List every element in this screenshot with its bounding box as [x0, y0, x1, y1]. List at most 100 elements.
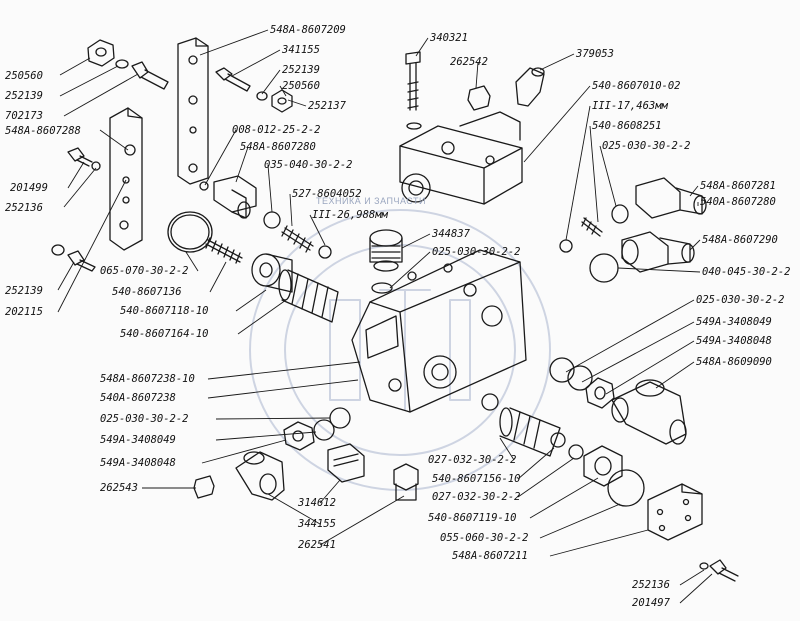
bolt-341155 — [215, 67, 251, 92]
oring-025-030-lower — [481, 393, 499, 411]
washer-252139-lower — [51, 244, 65, 256]
nut-250560-mid — [271, 89, 293, 113]
label-540A-8607238: 540А-8607238 — [100, 392, 176, 404]
washer-252139-mid — [256, 91, 268, 101]
oring-008-012 — [199, 181, 209, 191]
label-548A-8609090: 548А-8609090 — [696, 356, 772, 368]
label-549A-3408049-l: 549А-3408049 — [100, 434, 176, 446]
label-252136-b: 252136 — [632, 579, 670, 591]
spool-540-8607156 — [499, 407, 561, 457]
label-008-012: 008-012-25-2-2 — [232, 124, 321, 136]
label-025-030-l: 025-030-30-2-2 — [100, 413, 189, 425]
fitting-314612 — [327, 443, 365, 483]
bolt-201497 — [709, 559, 739, 582]
plug-262541 — [393, 463, 419, 501]
label-379053: 379053 — [576, 48, 614, 60]
washer-549A-3408049-r — [567, 365, 593, 391]
nut-549A-3408048-l — [283, 421, 315, 451]
oring-025-030-center — [371, 282, 393, 294]
label-341155: 341155 — [282, 44, 320, 56]
oring-035-040 — [263, 211, 281, 229]
label-548A-8607209: 548А-8607209 — [270, 24, 346, 36]
label-252139: 252139 — [5, 90, 43, 102]
label-548A-8607281: 548А-8607281 — [700, 180, 776, 192]
label-025-030-r1: 025-030-30-2-2 — [602, 140, 691, 152]
plug-262543 — [193, 475, 215, 499]
label-252139-b: 252139 — [5, 285, 43, 297]
washer-252136-left — [91, 161, 101, 171]
label-548A-8607211: 548А-8607211 — [452, 550, 528, 562]
label-549A-3408049-r: 549А-3408049 — [696, 316, 772, 328]
label-262542: 262542 — [450, 56, 488, 68]
fitting-548A-8607290 — [621, 231, 695, 273]
oring-025-030-r2 — [549, 357, 575, 383]
label-065-070: 065-070-30-2-2 — [100, 265, 189, 277]
elbow-379053 — [515, 67, 545, 107]
label-548A-8607288: 548А-8607288 — [5, 125, 81, 137]
nut-549A-3408048-r — [585, 377, 615, 409]
bolt-340321 — [405, 51, 421, 111]
plug-262542 — [467, 85, 491, 111]
label-252136: 252136 — [5, 202, 43, 214]
label-26988mm: III-26,988мм — [312, 209, 388, 221]
label-250560: 250560 — [5, 70, 43, 82]
ball-17463 — [559, 239, 573, 253]
label-548A-8607290: 548А-8607290 — [702, 234, 778, 246]
label-548A-8607280: 548А-8607280 — [240, 141, 316, 153]
label-540-8607164: 540-8607164-10 — [120, 328, 209, 340]
label-262543: 262543 — [100, 482, 138, 494]
label-202115: 202115 — [5, 306, 43, 318]
label-549A-3408048-l: 549А-3408048 — [100, 457, 176, 469]
cover-548A-8607211 — [647, 483, 703, 541]
label-702173: 702173 — [5, 110, 43, 122]
label-540-8607010: 540-8607010-02 — [592, 80, 681, 92]
washer-252139-top — [115, 59, 129, 69]
spring-540-8608251 — [581, 217, 603, 237]
fitting-344837 — [369, 229, 403, 272]
label-344837: 344837 — [432, 228, 470, 240]
fitting-548A-8607281 — [635, 177, 707, 219]
label-027-032-b: 027-032-30-2-2 — [432, 491, 521, 503]
label-548A-8607238-10: 548А-8607238-10 — [100, 373, 195, 385]
label-549A-3408048-r: 549А-3408048 — [696, 335, 772, 347]
plunger-540-8607164 — [278, 269, 339, 323]
label-540-8607136: 540-8607136 — [112, 286, 182, 298]
label-055-060: 055-060-30-2-2 — [440, 532, 529, 544]
label-540-8607118: 540-8607118-10 — [120, 305, 209, 317]
label-201499: 201499 — [10, 182, 48, 194]
label-17463mm: III-17,463мм — [592, 100, 668, 112]
label-540A-8607280: 540А-8607280 — [700, 196, 776, 208]
label-314612: 314612 — [298, 497, 336, 509]
washer-252136-lower — [699, 562, 709, 570]
watermark-text: ТЕХНИКА И ЗАПЧАСТИ — [316, 196, 426, 206]
bolt-201499 — [67, 147, 93, 167]
tee-548A-8609090 — [611, 379, 687, 445]
spring-540-8607136 — [205, 237, 243, 264]
elbow-344155 — [235, 451, 285, 501]
label-527-8604052: 527-8604052 — [292, 188, 362, 200]
label-540-8608251: 540-8608251 — [592, 120, 662, 132]
label-250560-b: 250560 — [282, 80, 320, 92]
oring-065-070 — [167, 211, 213, 253]
fitting-548A-8607280 — [213, 175, 257, 219]
label-252139-c: 252139 — [282, 64, 320, 76]
label-344155: 344155 — [298, 518, 336, 530]
oring-025-030-right — [611, 204, 629, 224]
washer-549A-3408049-l — [313, 419, 335, 441]
bolt-top-left — [131, 61, 169, 90]
watermark-logo — [249, 209, 551, 491]
plug-540-8607119 — [583, 445, 623, 487]
oring-055-060 — [607, 469, 645, 507]
label-040-045: 040-045-30-2-2 — [702, 266, 791, 278]
label-201497: 201497 — [632, 597, 670, 609]
oring-027-032-b — [568, 444, 584, 460]
valve-body-548A-8607238 — [351, 249, 527, 413]
label-252137: 252137 — [308, 100, 346, 112]
label-025-030-c: 025-030-30-2-2 — [432, 246, 521, 258]
label-027-032-a: 027-032-30-2-2 — [428, 454, 517, 466]
plate-548A-8607288 — [109, 107, 143, 251]
oring-027-032-a — [550, 432, 566, 448]
label-262541: 262541 — [298, 539, 336, 551]
